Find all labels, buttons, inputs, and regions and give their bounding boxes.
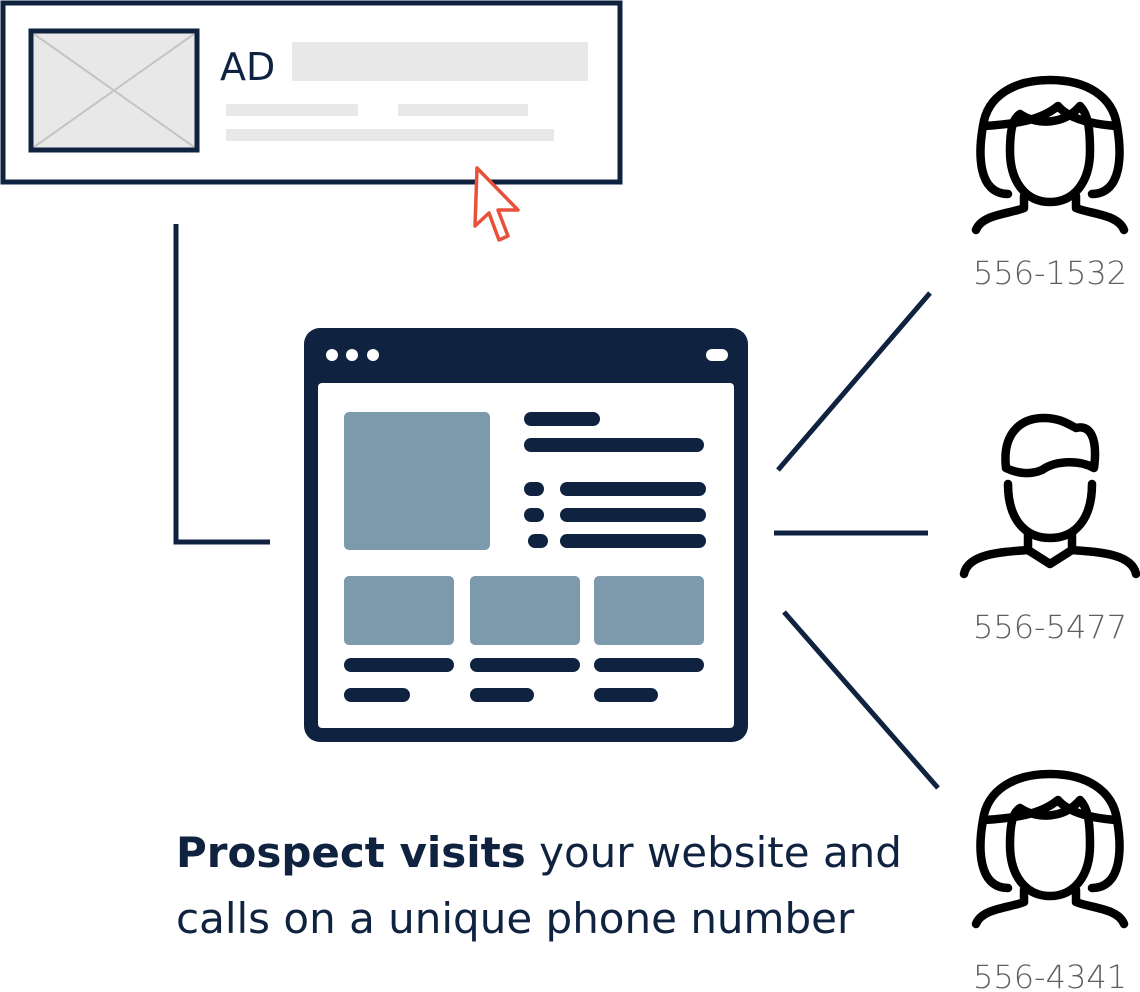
cursor-icon bbox=[473, 166, 520, 242]
ad-image-placeholder-icon bbox=[28, 28, 200, 153]
diagram-caption: Prospect visits your website and calls on… bbox=[176, 820, 936, 952]
ad-text-line bbox=[398, 104, 528, 116]
contact-phone-number: 556-5477 bbox=[973, 608, 1127, 646]
man-icon bbox=[959, 413, 1140, 579]
browser-dot-icon bbox=[346, 349, 358, 361]
caption-line-2: calls on a unique phone number bbox=[176, 894, 855, 943]
ad-card: AD bbox=[0, 0, 623, 185]
contact-phone-number: 556-4341 bbox=[973, 958, 1127, 992]
hero-image-placeholder bbox=[344, 412, 490, 550]
browser-dot-icon bbox=[326, 349, 338, 361]
card-image-placeholder bbox=[594, 576, 704, 645]
ad-to-website-connector bbox=[173, 224, 270, 545]
contact-phone-number: 556-1532 bbox=[973, 254, 1127, 292]
ad-text-line bbox=[226, 104, 358, 116]
card-image-placeholder bbox=[344, 576, 454, 645]
website-to-contact-connector bbox=[776, 291, 932, 472]
browser-dot-icon bbox=[367, 349, 379, 361]
caption-line-1: your website and bbox=[525, 828, 902, 877]
website-browser-window bbox=[304, 328, 748, 742]
ad-headline-placeholder bbox=[292, 42, 588, 81]
woman-icon bbox=[971, 75, 1129, 235]
browser-button-icon bbox=[706, 349, 728, 361]
woman-icon bbox=[971, 769, 1129, 929]
ad-label: AD bbox=[220, 45, 275, 89]
website-to-contact-connector bbox=[782, 610, 940, 790]
caption-bold: Prospect visits bbox=[176, 828, 526, 877]
card-image-placeholder bbox=[470, 576, 580, 645]
ad-text-line bbox=[226, 129, 554, 141]
